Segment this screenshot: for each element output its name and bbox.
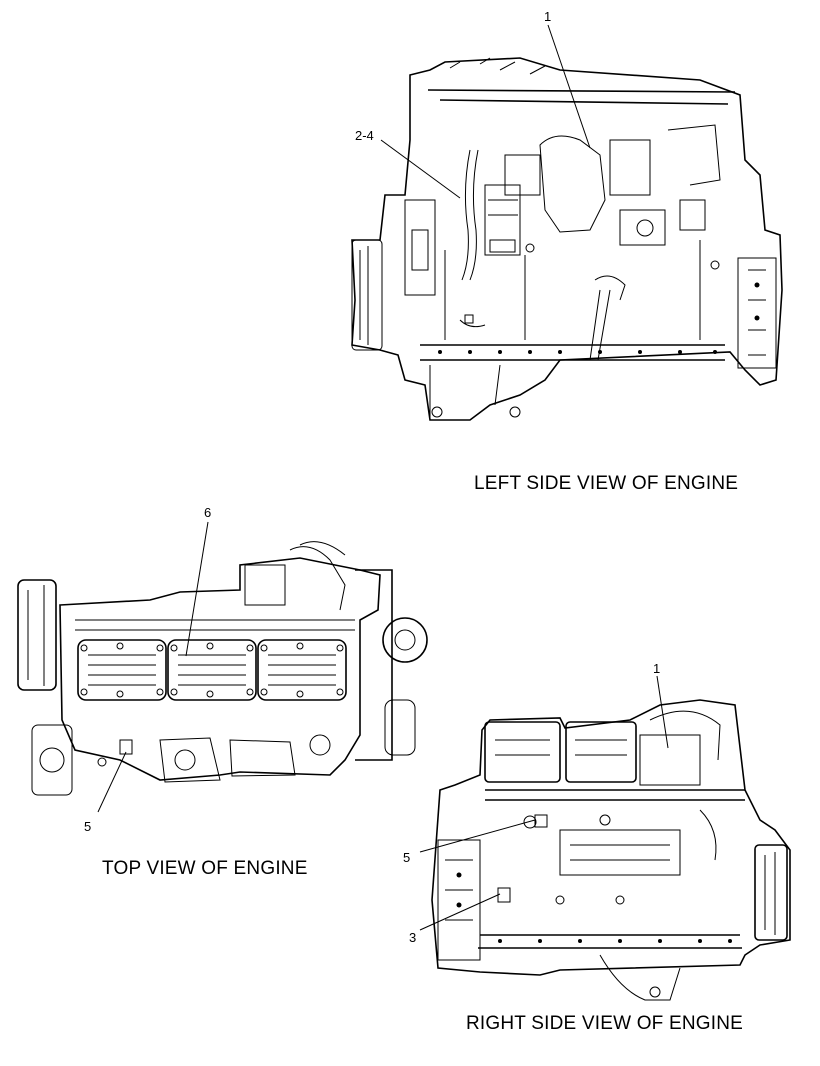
right-callout-5-leader — [419, 819, 536, 853]
left-callout-2-4: 2-4 — [355, 128, 374, 143]
right-view-caption: RIGHT SIDE VIEW OF ENGINE — [466, 1013, 744, 1034]
left-callout-1-leader — [547, 24, 591, 149]
top-callout-5: 5 — [84, 819, 91, 834]
right-callout-1: 1 — [653, 661, 660, 676]
left-view-caption: LEFT SIDE VIEW OF ENGINE — [474, 473, 739, 494]
right-callout-5: 5 — [403, 850, 410, 865]
top-callout-5-leader — [97, 751, 127, 813]
top-view-caption: TOP VIEW OF ENGINE — [102, 858, 308, 879]
top-view-engine-drawing — [17, 541, 428, 796]
right-side-engine-drawing — [431, 699, 791, 1001]
right-callout-3-leader — [419, 893, 501, 931]
right-callout-3: 3 — [409, 930, 416, 945]
top-callout-6-leader — [185, 521, 209, 657]
left-callout-1: 1 — [544, 9, 551, 24]
left-callout-2-4-leader — [380, 139, 461, 199]
left-side-engine-drawing — [351, 57, 783, 421]
right-callout-1-leader — [656, 675, 669, 749]
top-callout-6: 6 — [204, 505, 211, 520]
